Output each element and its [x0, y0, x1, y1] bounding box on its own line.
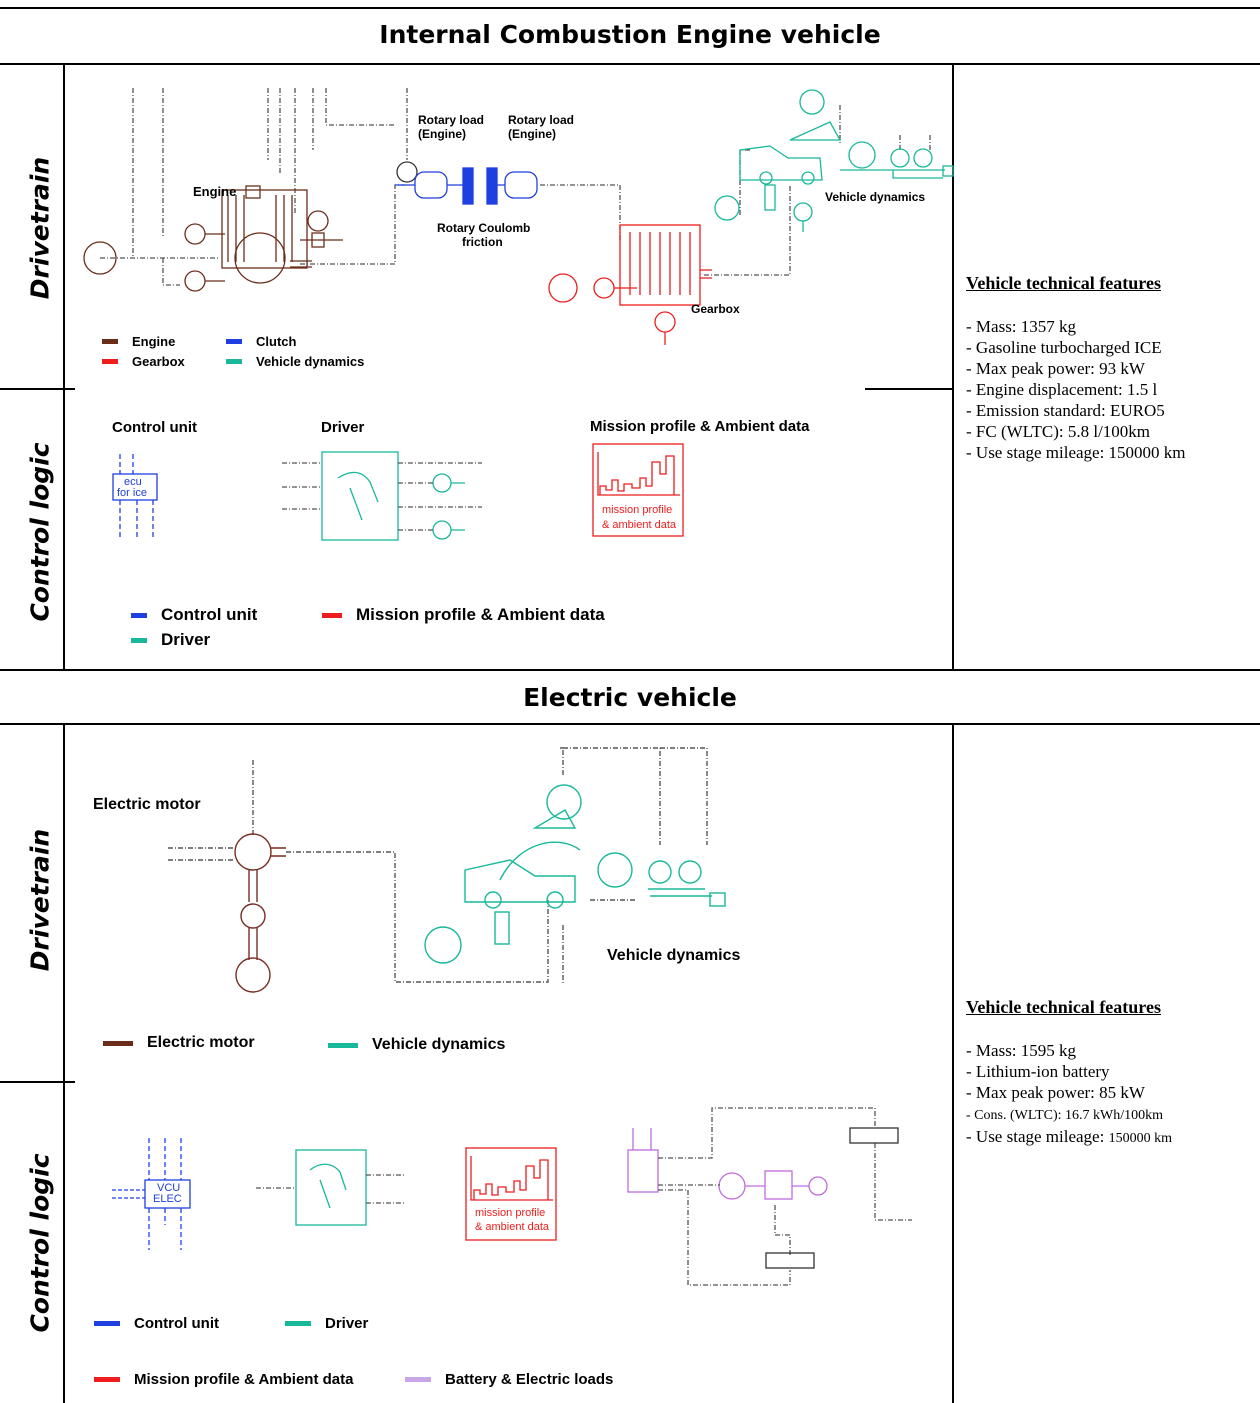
legend-label: Engine: [132, 334, 176, 349]
legend-label: Control unit: [161, 605, 258, 624]
ice-legend-gearbox: Gearbox: [102, 354, 185, 369]
ice-control-unit-title: Control unit: [112, 419, 197, 436]
ice-header-border: [0, 63, 1260, 65]
ice-mission-box-line1: mission profile: [602, 504, 673, 516]
ice-feature-item: - Max peak power: 93 kW: [966, 359, 1145, 378]
legend-swatch: [94, 1321, 120, 1326]
ev-feature-mileage-value: 150000 km: [1108, 1131, 1172, 1146]
ice-bottom-border: [0, 669, 1260, 671]
legend-label: Control unit: [134, 1315, 219, 1332]
rotary-coulomb-label: Rotary Coulomb: [437, 221, 531, 235]
ice-features-heading: Vehicle technical features: [966, 273, 1161, 293]
ice-control-legend-driver: Driver: [131, 630, 210, 650]
ev-feature-item: - Max peak power: 85 kW: [966, 1083, 1145, 1102]
ev-feature-cons: - Cons. (WLTC): 16.7 kWh/100km: [966, 1103, 1172, 1126]
ice-technical-features: Vehicle technical features - Mass: 1357 …: [966, 273, 1186, 463]
ice-feature-item: - Engine displacement: 1.5 l: [966, 380, 1158, 399]
legend-swatch: [405, 1377, 431, 1382]
ice-row-separator-left: [0, 388, 75, 390]
top-border: [0, 7, 1260, 9]
ev-mission-box-line1: mission profile: [475, 1207, 546, 1219]
legend-swatch: [226, 339, 242, 344]
legend-label: Clutch: [256, 334, 297, 349]
gearbox-label: Gearbox: [691, 302, 740, 316]
vcu-block-line2: ELEC: [153, 1193, 182, 1205]
legend-swatch: [102, 339, 118, 344]
legend-swatch: [102, 359, 118, 364]
ice-feature-item: - Gasoline turbocharged ICE: [966, 338, 1162, 357]
electric-motor-label: Electric motor: [93, 796, 201, 813]
legend-swatch: [285, 1321, 311, 1326]
ev-legend-electric-motor: Electric motor: [103, 1034, 255, 1052]
ev-vehicle-dynamics-label: Vehicle dynamics: [607, 947, 741, 964]
ice-control-legend-mission: Mission profile & Ambient data: [322, 605, 605, 625]
rotary-load-1-sub-label: (Engine): [418, 127, 466, 141]
rotary-load-2-sub-label: (Engine): [508, 127, 556, 141]
engine-label: Engine: [193, 184, 237, 199]
ev-features-heading: Vehicle technical features: [966, 997, 1161, 1017]
ice-feature-item: - FC (WLTC): 5.8 l/100km: [966, 422, 1151, 441]
legend-label: Mission profile & Ambient data: [356, 605, 605, 624]
ev-feature-cons-label: - Cons. (WLTC):: [966, 1108, 1066, 1123]
ice-legend-clutch: Clutch: [226, 334, 296, 349]
ice-row-separator-right: [865, 388, 952, 390]
legend-swatch: [226, 359, 242, 364]
ice-control-legend-control-unit: Control unit: [131, 605, 257, 625]
ice-mission-box-line2: & ambient data: [602, 519, 676, 531]
ev-left-column-border: [63, 723, 65, 1403]
ice-left-column-border: [63, 63, 65, 669]
ev-feature-item: - Lithium-ion battery: [966, 1062, 1110, 1081]
ev-feature-mileage-label: - Use stage mileage:: [966, 1127, 1109, 1146]
vehicle-dynamics-label: Vehicle dynamics: [825, 190, 926, 204]
ev-feature-mileage: - Use stage mileage: 150000 km: [966, 1126, 1172, 1149]
legend-label: Driver: [325, 1315, 369, 1332]
ice-feature-item: - Mass: 1357 kg: [966, 317, 1077, 336]
legend-swatch: [131, 612, 147, 618]
legend-swatch: [328, 1042, 358, 1048]
legend-label: Vehicle dynamics: [256, 354, 365, 369]
legend-swatch: [131, 637, 147, 643]
legend-label: Gearbox: [132, 354, 185, 369]
rotary-load-2-label: Rotary load: [508, 113, 575, 127]
ecu-block-line2: for ice: [117, 487, 147, 499]
ev-mission-box-line2: & ambient data: [475, 1221, 549, 1233]
ev-row-separator-left: [0, 1081, 75, 1083]
ice-feature-item: - Emission standard: EURO5: [966, 401, 1165, 420]
ev-control-legend-control-unit: Control unit: [94, 1315, 219, 1332]
ev-feature-cons-value: 16.7 kWh/100km: [1065, 1108, 1164, 1123]
ev-control-legend-driver: Driver: [285, 1315, 368, 1332]
legend-swatch: [103, 1040, 133, 1046]
ev-section-title: Electric vehicle: [523, 683, 737, 712]
legend-swatch: [322, 612, 342, 618]
legend-label: Electric motor: [147, 1034, 255, 1051]
ev-control-legend-mission: Mission profile & Ambient data: [94, 1371, 353, 1388]
legend-label: Mission profile & Ambient data: [134, 1371, 354, 1388]
ev-right-column-border: [952, 723, 954, 1403]
rotary-load-1-label: Rotary load: [418, 113, 485, 127]
legend-label: Battery & Electric loads: [445, 1371, 614, 1388]
ice-legend-engine: Engine: [102, 334, 175, 349]
ecu-block-line1: ecu: [124, 476, 142, 488]
ev-legend-vehicle-dynamics: Vehicle dynamics: [328, 1036, 505, 1054]
ice-driver-title: Driver: [321, 419, 365, 436]
legend-label: Driver: [161, 630, 211, 649]
ice-feature-item: - Use stage mileage: 150000 km: [966, 443, 1186, 462]
vcu-block-line1: VCU: [157, 1182, 181, 1194]
legend-label: Vehicle dynamics: [372, 1036, 506, 1053]
ev-technical-features: Vehicle technical features - Mass: 1595 …: [966, 997, 1172, 1149]
friction-label: friction: [462, 235, 503, 249]
legend-swatch: [94, 1377, 120, 1382]
ice-mission-title: Mission profile & Ambient data: [590, 418, 810, 435]
ev-control-legend-battery: Battery & Electric loads: [405, 1371, 613, 1388]
ev-header-border: [0, 723, 1260, 725]
ev-feature-item: - Mass: 1595 kg: [966, 1041, 1077, 1060]
ice-section-title: Internal Combustion Engine vehicle: [379, 20, 881, 49]
ice-legend-vehicle-dynamics: Vehicle dynamics: [226, 354, 364, 369]
ice-right-column-border: [952, 63, 954, 669]
